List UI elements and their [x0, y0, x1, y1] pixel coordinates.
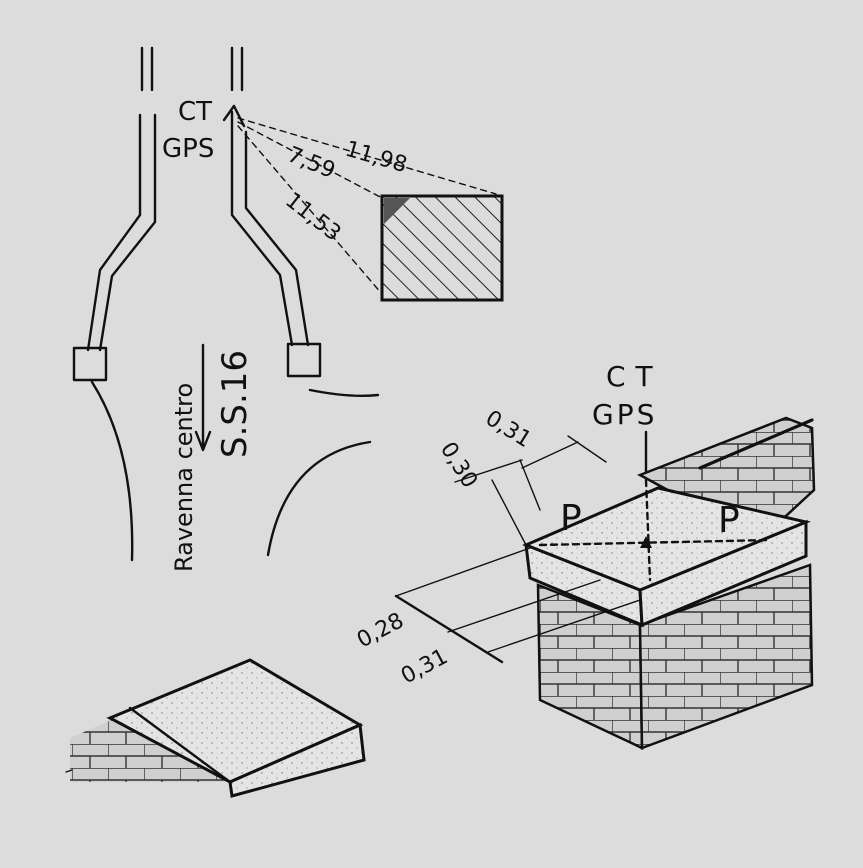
station-arrow: [222, 104, 246, 128]
ct-label-detail: CT: [606, 360, 663, 393]
distance-1: 11,98: [342, 137, 409, 178]
cap-axis-line-2: [644, 478, 652, 582]
road-name: S.S.16: [215, 350, 255, 458]
gps-triangle-marker: [640, 536, 652, 548]
top-dimension-lines: [454, 435, 607, 546]
dim-top-1: 0,31: [481, 406, 536, 453]
cap-axis-line: [538, 538, 772, 547]
pillar-side-face: [638, 563, 814, 750]
gps-label-plan: GPS: [162, 134, 214, 164]
left-marker-box: [72, 346, 108, 382]
road-plan: [72, 46, 380, 562]
right-marker-box: [286, 342, 322, 378]
dim-side-1: 0,28: [353, 608, 408, 653]
lower-wall-seam: [128, 706, 232, 784]
distance-3: 11,53: [280, 188, 345, 246]
marker-p-left: P: [560, 498, 582, 539]
ct-label-plan: CT: [178, 97, 212, 127]
lower-wall-tick: [65, 769, 73, 773]
distance-2: 7,59: [284, 142, 339, 184]
lower-wall-cap-side: [228, 722, 366, 798]
hatched-building: [380, 194, 504, 302]
wall-cap-edge: [698, 418, 814, 470]
direction-arrow: [194, 343, 212, 452]
distance-rays: [237, 117, 497, 295]
gps-label-detail: GPS: [592, 398, 657, 431]
marker-p-right: P: [718, 500, 740, 541]
side-dimension-lines: [394, 547, 641, 664]
road-direction: Ravenna centro: [170, 383, 198, 572]
dim-top-2: 0,30: [435, 438, 482, 493]
cap-top-face: [522, 486, 811, 592]
dim-side-2: 0,31: [397, 644, 452, 689]
building-corner-shade: [384, 198, 410, 224]
